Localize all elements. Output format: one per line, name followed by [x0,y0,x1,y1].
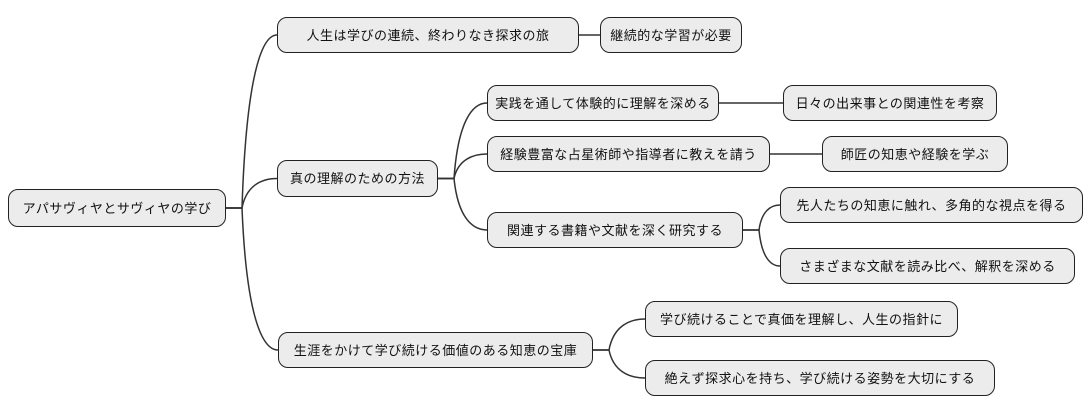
mindmap-node-label: さまざまな文献を読み比べ、解釈を深める [799,258,1056,274]
edge-b2c3-to-b2c3c2 [743,229,781,267]
mindmap-node-label: 継続的な学習が必要 [610,27,732,43]
mindmap-node-b3: 生涯をかけて学び続ける価値のある知恵の宝庫 [278,332,593,368]
mindmap-node-label: 学び続けることで真価を理解し、人生の指針に [659,311,944,327]
edge-b3-to-b3c1 [593,318,646,351]
mindmap-node-label: 実践を通して体験的に理解を深める [495,95,711,111]
mindmap-node-root: アパサヴィヤとサヴィヤの学び [8,189,226,227]
mindmap-node-b1c1: 継続的な学習が必要 [600,17,742,53]
edge-root-to-b2 [226,177,278,209]
mindmap-node-label: 人生は学びの連続、終わりなき探求の旅 [306,27,550,43]
edge-b2-to-b2c1 [438,102,488,180]
mindmap-node-b3c1: 学び続けることで真価を理解し、人生の指針に [645,301,958,337]
edge-b3-to-b3c2 [593,349,646,379]
edge-b2-to-b2c3 [438,177,488,231]
mindmap-node-b2c2: 経験豊富な占星術師や指導者に教えを請う [487,136,770,172]
mindmap-node-label: 師匠の知恵や経験を学ぶ [840,146,990,162]
mindmap-node-b2c3c2: さまざまな文献を読み比べ、解釈を深める [780,248,1075,284]
mindmap-node-label: 生涯をかけて学び続ける価値のある知恵の宝庫 [293,342,578,358]
edge-root-to-b1 [226,34,278,209]
edge-b2-to-b2c2 [438,153,488,180]
mindmap-node-b2c2c1: 師匠の知恵や経験を学ぶ [822,136,1008,172]
mindmap-node-b2c1: 実践を通して体験的に理解を深める [487,85,719,121]
mindmap-node-label: 日々の出来事との関連性を考察 [795,95,985,111]
edge-b2c3-to-b2c3c1 [743,204,781,231]
mindmap-node-label: 先人たちの知恵に触れ、多角的な視点を得る [796,197,1067,213]
mindmap-node-b1: 人生は学びの連続、終わりなき探求の旅 [277,17,579,53]
mindmap-node-label: アパサヴィヤとサヴィヤの学び [22,200,212,216]
mindmap-node-label: 絶えず探求心を持ち、学び続ける姿勢を大切にする [664,370,976,386]
mindmap-node-b2c3c1: 先人たちの知恵に触れ、多角的な視点を得る [780,187,1083,223]
mindmap-node-b2c3: 関連する書籍や文献を深く研究する [487,212,743,248]
mindmap-node-b2c1c1: 日々の出来事との関連性を考察 [783,85,997,121]
edge-root-to-b3 [226,207,279,351]
mindmap-node-label: 経験豊富な占星術師や指導者に教えを請う [500,146,757,162]
mindmap-node-label: 真の理解のための方法 [289,171,425,186]
mindmap-node-b2: 真の理解のための方法 [277,160,438,197]
mindmap-node-label: 関連する書籍や文献を深く研究する [506,222,723,238]
mindmap-node-b3c2: 絶えず探求心を持ち、学び続ける姿勢を大切にする [645,360,995,396]
